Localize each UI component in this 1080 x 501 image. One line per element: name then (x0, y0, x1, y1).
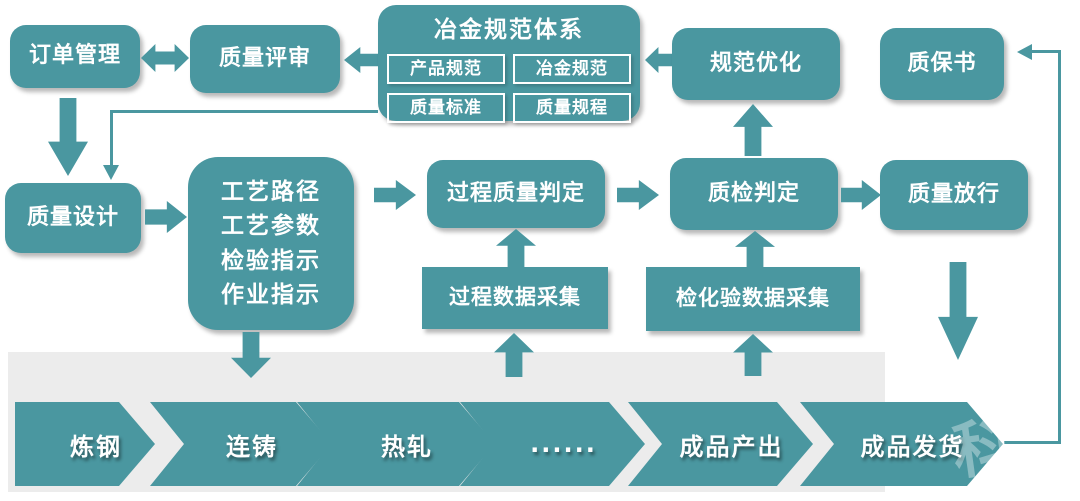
node-inspection-judgment: 质检判定 (670, 158, 838, 230)
node-quality-certificate: 质保书 (880, 28, 1004, 100)
arrow-up-icon (735, 231, 775, 267)
step-label: 连铸 (226, 432, 278, 461)
arrow-left-right-icon (141, 44, 189, 72)
arrow-left-icon (344, 47, 378, 73)
node-label: 规范优化 (709, 50, 802, 76)
instruction-line: 作业指示 (221, 282, 321, 308)
feedback-line-ship-to-cert (1004, 441, 1061, 444)
instruction-line: 工艺参数 (221, 213, 321, 239)
feedback-line-ship-to-cert (1032, 50, 1061, 53)
arrow-right-icon (374, 180, 416, 210)
node-quality-release: 质量放行 (880, 160, 1028, 230)
spec-item-standard: 质量标准 (387, 92, 505, 124)
chevron-step-continuous-casting: 连铸 (150, 402, 332, 486)
arrow-right-icon (617, 180, 659, 210)
node-process-instructions: 工艺路径 工艺参数 检验指示 作业指示 (188, 157, 354, 330)
step-label: ...... (530, 430, 597, 458)
instruction-line: 工艺路径 (221, 178, 321, 205)
arrow-up-icon (496, 229, 536, 267)
spec-item-product: 产品规范 (387, 53, 505, 84)
arrow-up-icon (733, 104, 773, 156)
arrow-down-icon (48, 98, 88, 176)
feedback-line-ship-to-cert (1058, 50, 1061, 444)
step-label: 热轧 (381, 432, 433, 461)
node-label: 订单管理 (28, 43, 121, 69)
node-label: 质量设计 (26, 204, 119, 230)
node-label: 过程数据采集 (449, 285, 581, 310)
node-process-quality-judgment: 过程质量判定 (427, 160, 605, 228)
arrow-right-icon (841, 180, 881, 210)
feedback-line-spec-to-design (110, 110, 113, 167)
step-label: 炼钢 (70, 432, 122, 461)
node-label: 检化验数据采集 (676, 286, 830, 311)
instruction-line: 检验指示 (221, 247, 321, 274)
arrowhead-down-icon (103, 165, 119, 180)
node-label: 质量评审 (218, 45, 311, 71)
spec-grid: 产品规范 冶金规范 质量标准 质量规程 (387, 53, 631, 124)
node-spec-optimization: 规范优化 (672, 28, 840, 100)
node-label: 质保书 (907, 50, 977, 76)
node-metallurgical-spec-system: 冶金规范体系 产品规范 冶金规范 质量标准 质量规程 (378, 5, 640, 124)
node-quality-review: 质量评审 (190, 25, 340, 93)
node-label: 质检判定 (707, 180, 800, 206)
chevron-step-product-shipping: 成品发货 (800, 402, 1003, 486)
spec-system-title: 冶金规范体系 (434, 17, 584, 43)
step-label: 成品发货 (860, 432, 965, 461)
node-label: 过程质量判定 (446, 180, 585, 206)
feedback-line-spec-to-design (110, 110, 378, 113)
node-order-management: 订单管理 (10, 25, 140, 88)
spec-item-metallurgy: 冶金规范 (513, 53, 631, 84)
arrow-right-icon (145, 201, 187, 233)
node-process-data-collection: 过程数据采集 (422, 267, 608, 329)
node-quality-design: 质量设计 (5, 183, 141, 253)
step-label: 成品产出 (679, 432, 784, 461)
arrow-left-icon (645, 47, 673, 73)
node-label: 质量放行 (907, 181, 1000, 207)
spec-item-procedure: 质量规程 (513, 92, 631, 124)
node-lab-data-collection: 检化验数据采集 (646, 267, 860, 331)
arrowhead-left-icon (1017, 44, 1032, 60)
arrow-down-icon (938, 262, 978, 360)
